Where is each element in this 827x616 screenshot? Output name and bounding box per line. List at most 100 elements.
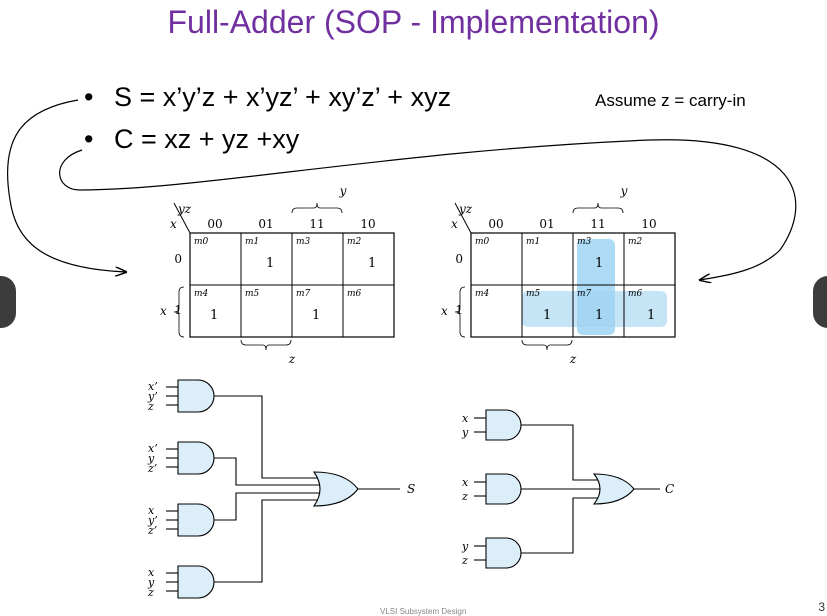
side-brace-label: x bbox=[160, 304, 167, 318]
minterm-label: m3 bbox=[296, 237, 311, 247]
top-brace-label: y bbox=[620, 184, 628, 198]
minterm-label: m2 bbox=[347, 237, 362, 247]
sum-connector-arrow bbox=[6, 99, 126, 272]
side-brace bbox=[454, 286, 466, 338]
kmap-corner-x: x bbox=[451, 217, 458, 231]
bullet-dot: • bbox=[84, 82, 94, 112]
input-label: z bbox=[461, 554, 468, 567]
input-label: y’ bbox=[147, 514, 158, 527]
top-brace bbox=[291, 202, 343, 214]
side-brace-label: x bbox=[441, 304, 448, 318]
bullet-sum-equation: • S = x’y’z + x’yz’ + xy’z’ + xyz bbox=[84, 82, 451, 113]
carry-in-note: Assume z = carry-in bbox=[595, 91, 746, 110]
and-gate bbox=[166, 565, 215, 599]
next-slide-nav[interactable] bbox=[813, 276, 827, 328]
side-brace bbox=[173, 286, 185, 338]
row-header: 0 bbox=[174, 252, 182, 266]
carry-circuit bbox=[474, 409, 660, 569]
col-header: 11 bbox=[309, 217, 324, 231]
and-gate bbox=[166, 503, 215, 537]
bottom-brace-label: z bbox=[288, 352, 296, 366]
col-header: 00 bbox=[207, 217, 222, 231]
cell-value: 1 bbox=[210, 308, 218, 323]
bottom-brace-label: z bbox=[569, 352, 577, 366]
carry-equation: C = xz + yz +xy bbox=[114, 124, 300, 154]
footer-text: VLSI Subsystem Design bbox=[380, 607, 467, 616]
cell-value: 1 bbox=[595, 308, 603, 323]
kmap-carry: x yz 00 01 11 10 y 0 1 x z m0 m1 m3 m2 m… bbox=[441, 184, 676, 366]
minterm-label: m0 bbox=[475, 237, 490, 247]
kmap-corner-yz: yz bbox=[458, 202, 473, 216]
cell-value: 1 bbox=[266, 256, 274, 271]
input-label: x’ bbox=[148, 442, 158, 455]
input-label: x bbox=[462, 412, 469, 425]
kmap-group-x-row bbox=[522, 291, 667, 327]
input-label: y bbox=[147, 452, 155, 465]
minterm-label: m0 bbox=[194, 237, 209, 247]
and-gate bbox=[474, 473, 522, 505]
minterm-label: m3 bbox=[577, 237, 592, 247]
bullet-dot: • bbox=[84, 124, 94, 154]
and-gate bbox=[166, 441, 215, 475]
input-label: x bbox=[148, 566, 155, 579]
kmap-col-headers: 00 01 11 10 bbox=[207, 217, 375, 231]
minterm-label: m5 bbox=[526, 289, 541, 299]
kmap-corner-x: x bbox=[170, 217, 177, 231]
col-header: 00 bbox=[488, 217, 503, 231]
top-brace-label: y bbox=[339, 184, 347, 198]
or-gate bbox=[312, 471, 400, 507]
input-label: y bbox=[461, 426, 469, 439]
cell-value: 1 bbox=[543, 308, 551, 323]
minterm-label: m2 bbox=[628, 237, 643, 247]
minterm-label: m4 bbox=[475, 289, 490, 299]
minterm-label: m6 bbox=[347, 289, 362, 299]
carry-connector-arrow bbox=[59, 139, 797, 280]
output-label-s: S bbox=[407, 482, 415, 496]
row-header: 1 bbox=[174, 303, 182, 317]
input-label: y bbox=[147, 576, 155, 589]
and-gate bbox=[166, 379, 215, 413]
slide-title: Full-Adder (SOP - Implementation) bbox=[167, 4, 660, 40]
input-label: x bbox=[462, 476, 469, 489]
top-brace bbox=[572, 202, 624, 214]
sum-circuit-labels: x’ y’ z x’ y z’ x y’ z’ x y z S bbox=[147, 380, 415, 599]
minterm-label: m5 bbox=[245, 289, 260, 299]
sum-equation: S = x’y’z + x’yz’ + xy’z’ + xyz bbox=[114, 82, 452, 112]
input-label: x’ bbox=[148, 380, 158, 393]
minterm-label: m6 bbox=[628, 289, 643, 299]
cell-value: 1 bbox=[312, 308, 320, 323]
col-header: 10 bbox=[641, 217, 656, 231]
input-label: z bbox=[147, 586, 154, 599]
col-header: 01 bbox=[258, 217, 273, 231]
carry-circuit-labels: x y x z y z C bbox=[461, 412, 674, 567]
input-label: z bbox=[461, 490, 468, 503]
input-label: y’ bbox=[147, 390, 158, 403]
minterm-label: m1 bbox=[526, 237, 540, 247]
input-label: z’ bbox=[147, 524, 157, 537]
cell-value: 1 bbox=[595, 256, 603, 271]
page-number: 3 bbox=[818, 600, 825, 614]
minterm-label: m1 bbox=[245, 237, 259, 247]
col-header: 11 bbox=[590, 217, 605, 231]
cell-value: 1 bbox=[368, 256, 376, 271]
and-gate bbox=[474, 409, 522, 441]
cell-value: 1 bbox=[647, 308, 655, 323]
and-gate bbox=[474, 537, 522, 569]
row-header: 0 bbox=[455, 252, 463, 266]
kmap-sum: x yz 00 01 11 10 y 0 1 x z m0 m1 m3 m2 m… bbox=[160, 184, 395, 366]
bottom-brace bbox=[240, 339, 292, 351]
input-label: y bbox=[461, 540, 469, 553]
or-gate bbox=[592, 473, 660, 505]
output-label-c: C bbox=[665, 482, 674, 496]
sum-circuit bbox=[166, 379, 400, 599]
minterm-label: m4 bbox=[194, 289, 209, 299]
bullet-carry-equation: • C = xz + yz +xy bbox=[84, 124, 299, 155]
minterm-label: m7 bbox=[296, 289, 311, 299]
kmap-corner-yz: yz bbox=[177, 202, 192, 216]
bottom-brace bbox=[521, 339, 573, 351]
col-header: 10 bbox=[360, 217, 375, 231]
prev-slide-nav[interactable] bbox=[0, 276, 16, 328]
input-label: x bbox=[148, 504, 155, 517]
input-label: z bbox=[147, 400, 154, 413]
input-label: z’ bbox=[147, 462, 157, 475]
